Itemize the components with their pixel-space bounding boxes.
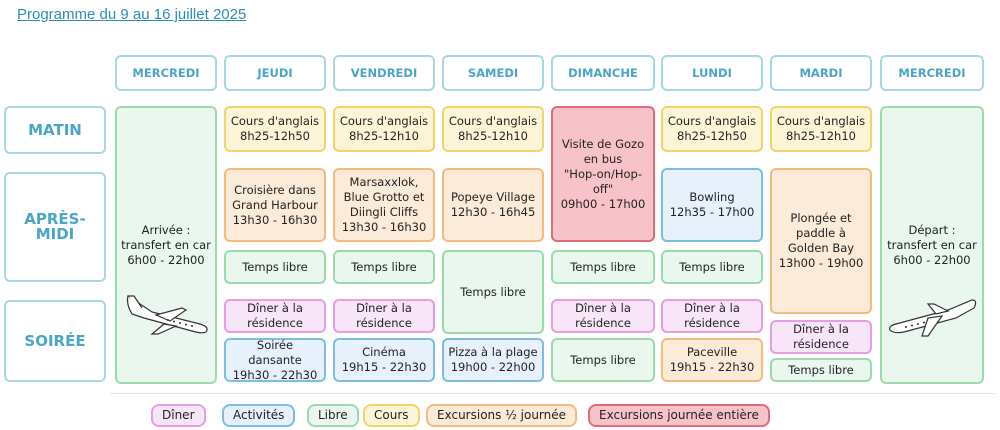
day-header-jeudi: JEUDI — [224, 55, 326, 91]
event-samedi-apres-midi: Popeye Village 12h30 - 16h45 — [442, 168, 544, 242]
day-header-lundi: LUNDI — [661, 55, 763, 91]
legend-activites: Activités — [222, 404, 296, 427]
legend-cours: Cours — [363, 404, 420, 427]
day-header-mardi: MARDI — [770, 55, 872, 91]
event-dimanche-gozo: Visite de Gozo en bus "Hop-on/Hop-off" 0… — [551, 106, 655, 242]
event-mardi-diner: Dîner à la résidence — [770, 320, 872, 354]
event-jeudi-diner: Dîner à la résidence — [224, 299, 326, 333]
day-header-dimanche: DIMANCHE — [551, 55, 655, 91]
event-jeudi-temps-libre: Temps libre — [224, 250, 326, 284]
period-soiree: SOIRÉE — [4, 300, 106, 382]
legend-diner: Dîner — [151, 404, 206, 427]
event-depart: Départ : transfert en car 6h00 - 22h00 — [880, 106, 984, 384]
event-lundi-apres-midi: Bowling 12h35 - 17h00 — [661, 168, 763, 242]
event-mardi-soiree: Temps libre — [770, 358, 872, 382]
day-header-mercredi-1: MERCREDI — [115, 55, 217, 91]
event-mardi-matin: Cours d'anglais 8h25-12h10 — [770, 106, 872, 152]
event-dimanche-diner: Dîner à la résidence — [551, 299, 655, 333]
event-samedi-matin: Cours d'anglais 8h25-12h10 — [442, 106, 544, 152]
event-samedi-soiree: Pizza à la plage 19h00 - 22h00 — [442, 338, 544, 382]
event-vendredi-matin: Cours d'anglais 8h25-12h10 — [333, 106, 435, 152]
legend-excursions-journee-entiere: Excursions journée entière — [588, 404, 770, 427]
page-title[interactable]: Programme du 9 au 16 juillet 2025 — [17, 6, 247, 23]
legend-divider — [110, 393, 995, 394]
event-lundi-diner: Dîner à la résidence — [661, 299, 763, 333]
event-vendredi-apres-midi: Marsaxxlok, Blue Grotto et Diingli Cliff… — [333, 168, 435, 242]
event-vendredi-temps-libre: Temps libre — [333, 250, 435, 284]
legend-excursions-demi-journee: Excursions ½ journée — [426, 404, 578, 427]
event-mardi-apres-midi: Plongée et paddle à Golden Bay 13h00 - 1… — [770, 168, 872, 314]
event-samedi-temps-libre: Temps libre — [442, 250, 544, 334]
event-depart-text: Départ : transfert en car 6h00 - 22h00 — [887, 222, 977, 267]
event-lundi-matin: Cours d'anglais 8h25-12h50 — [661, 106, 763, 152]
event-dimanche-temps-libre: Temps libre — [551, 250, 655, 284]
event-arrivee-text: Arrivée : transfert en car 6h00 - 22h00 — [121, 222, 211, 267]
day-header-samedi: SAMEDI — [442, 55, 544, 91]
event-lundi-temps-libre: Temps libre — [661, 250, 763, 284]
event-jeudi-apres-midi: Croisière dans Grand Harbour 13h30 - 16h… — [224, 168, 326, 242]
event-vendredi-soiree: Cinéma 19h15 - 22h30 — [333, 338, 435, 382]
event-dimanche-soiree: Temps libre — [551, 338, 655, 382]
day-header-mercredi-2: MERCREDI — [880, 55, 984, 91]
legend-libre: Libre — [307, 404, 359, 427]
day-header-vendredi: VENDREDI — [333, 55, 435, 91]
event-vendredi-diner: Dîner à la résidence — [333, 299, 435, 333]
airplane-landing-icon — [126, 295, 208, 335]
period-matin: MATIN — [4, 106, 106, 154]
event-jeudi-soiree: Soirée dansante 19h30 - 22h30 — [224, 338, 326, 382]
event-arrivee: Arrivée : transfert en car 6h00 - 22h00 — [115, 106, 217, 384]
event-jeudi-matin: Cours d'anglais 8h25-12h50 — [224, 106, 326, 152]
event-lundi-soiree: Paceville 19h15 - 22h30 — [661, 338, 763, 382]
period-apres-midi: APRÈS-MIDI — [4, 172, 106, 282]
airplane-takeoff-icon — [889, 299, 977, 337]
